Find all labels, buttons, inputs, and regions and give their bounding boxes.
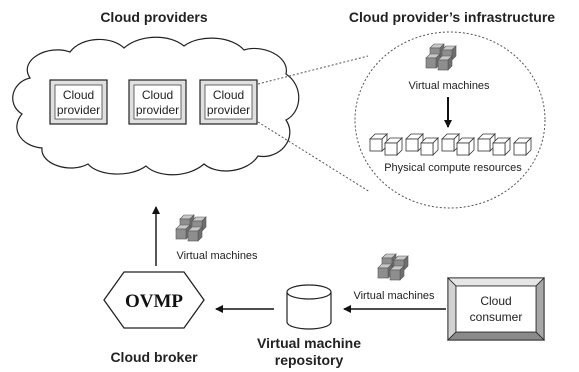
cloud-provider-box-3: Cloud provider	[199, 79, 258, 125]
cloud-consumer-box: Cloud consumer	[447, 277, 545, 341]
physical-compute-icon	[369, 133, 532, 156]
infrastructure-vm-label: Virtual machines	[408, 80, 490, 92]
broker-vm-icon	[176, 215, 206, 241]
consumer-vm-icon	[378, 254, 408, 280]
cloud-provider-1-line2: provider	[57, 103, 100, 117]
ovmp-label: OVMP	[125, 291, 183, 312]
infrastructure-vm-icon	[426, 44, 456, 70]
cloud-provider-3-line2: provider	[207, 103, 250, 117]
consumer-vm-label: Virtual machines	[353, 290, 435, 302]
repository-label-line2: repository	[275, 352, 344, 368]
broker-vm-label: Virtual machines	[176, 250, 258, 262]
cloud-provider-2-line2: provider	[136, 103, 179, 117]
infrastructure-ellipse	[354, 31, 546, 209]
zoom-line-top	[257, 55, 369, 85]
cloud-provider-box-1: Cloud provider	[49, 79, 108, 125]
cloud-provider-3-line1: Cloud	[213, 88, 244, 102]
cloud-broker-label: Cloud broker	[110, 349, 198, 365]
ovmp-hexagon	[103, 271, 205, 329]
physical-compute-label: Physical compute resources	[384, 162, 522, 174]
cloud-consumer-line1: Cloud	[480, 294, 511, 308]
cloud-provider-2-line1: Cloud	[142, 88, 173, 102]
repository-cylinder-icon	[286, 284, 332, 330]
cloud-providers-heading: Cloud providers	[100, 9, 208, 25]
cloud-consumer-line2: consumer	[470, 310, 523, 324]
cloud-provider-box-2: Cloud provider	[128, 79, 187, 125]
repository-label-line1: Virtual machine	[257, 335, 361, 351]
infrastructure-heading: Cloud provider’s infrastructure	[349, 9, 555, 25]
cloud-provider-1-line1: Cloud	[63, 88, 94, 102]
